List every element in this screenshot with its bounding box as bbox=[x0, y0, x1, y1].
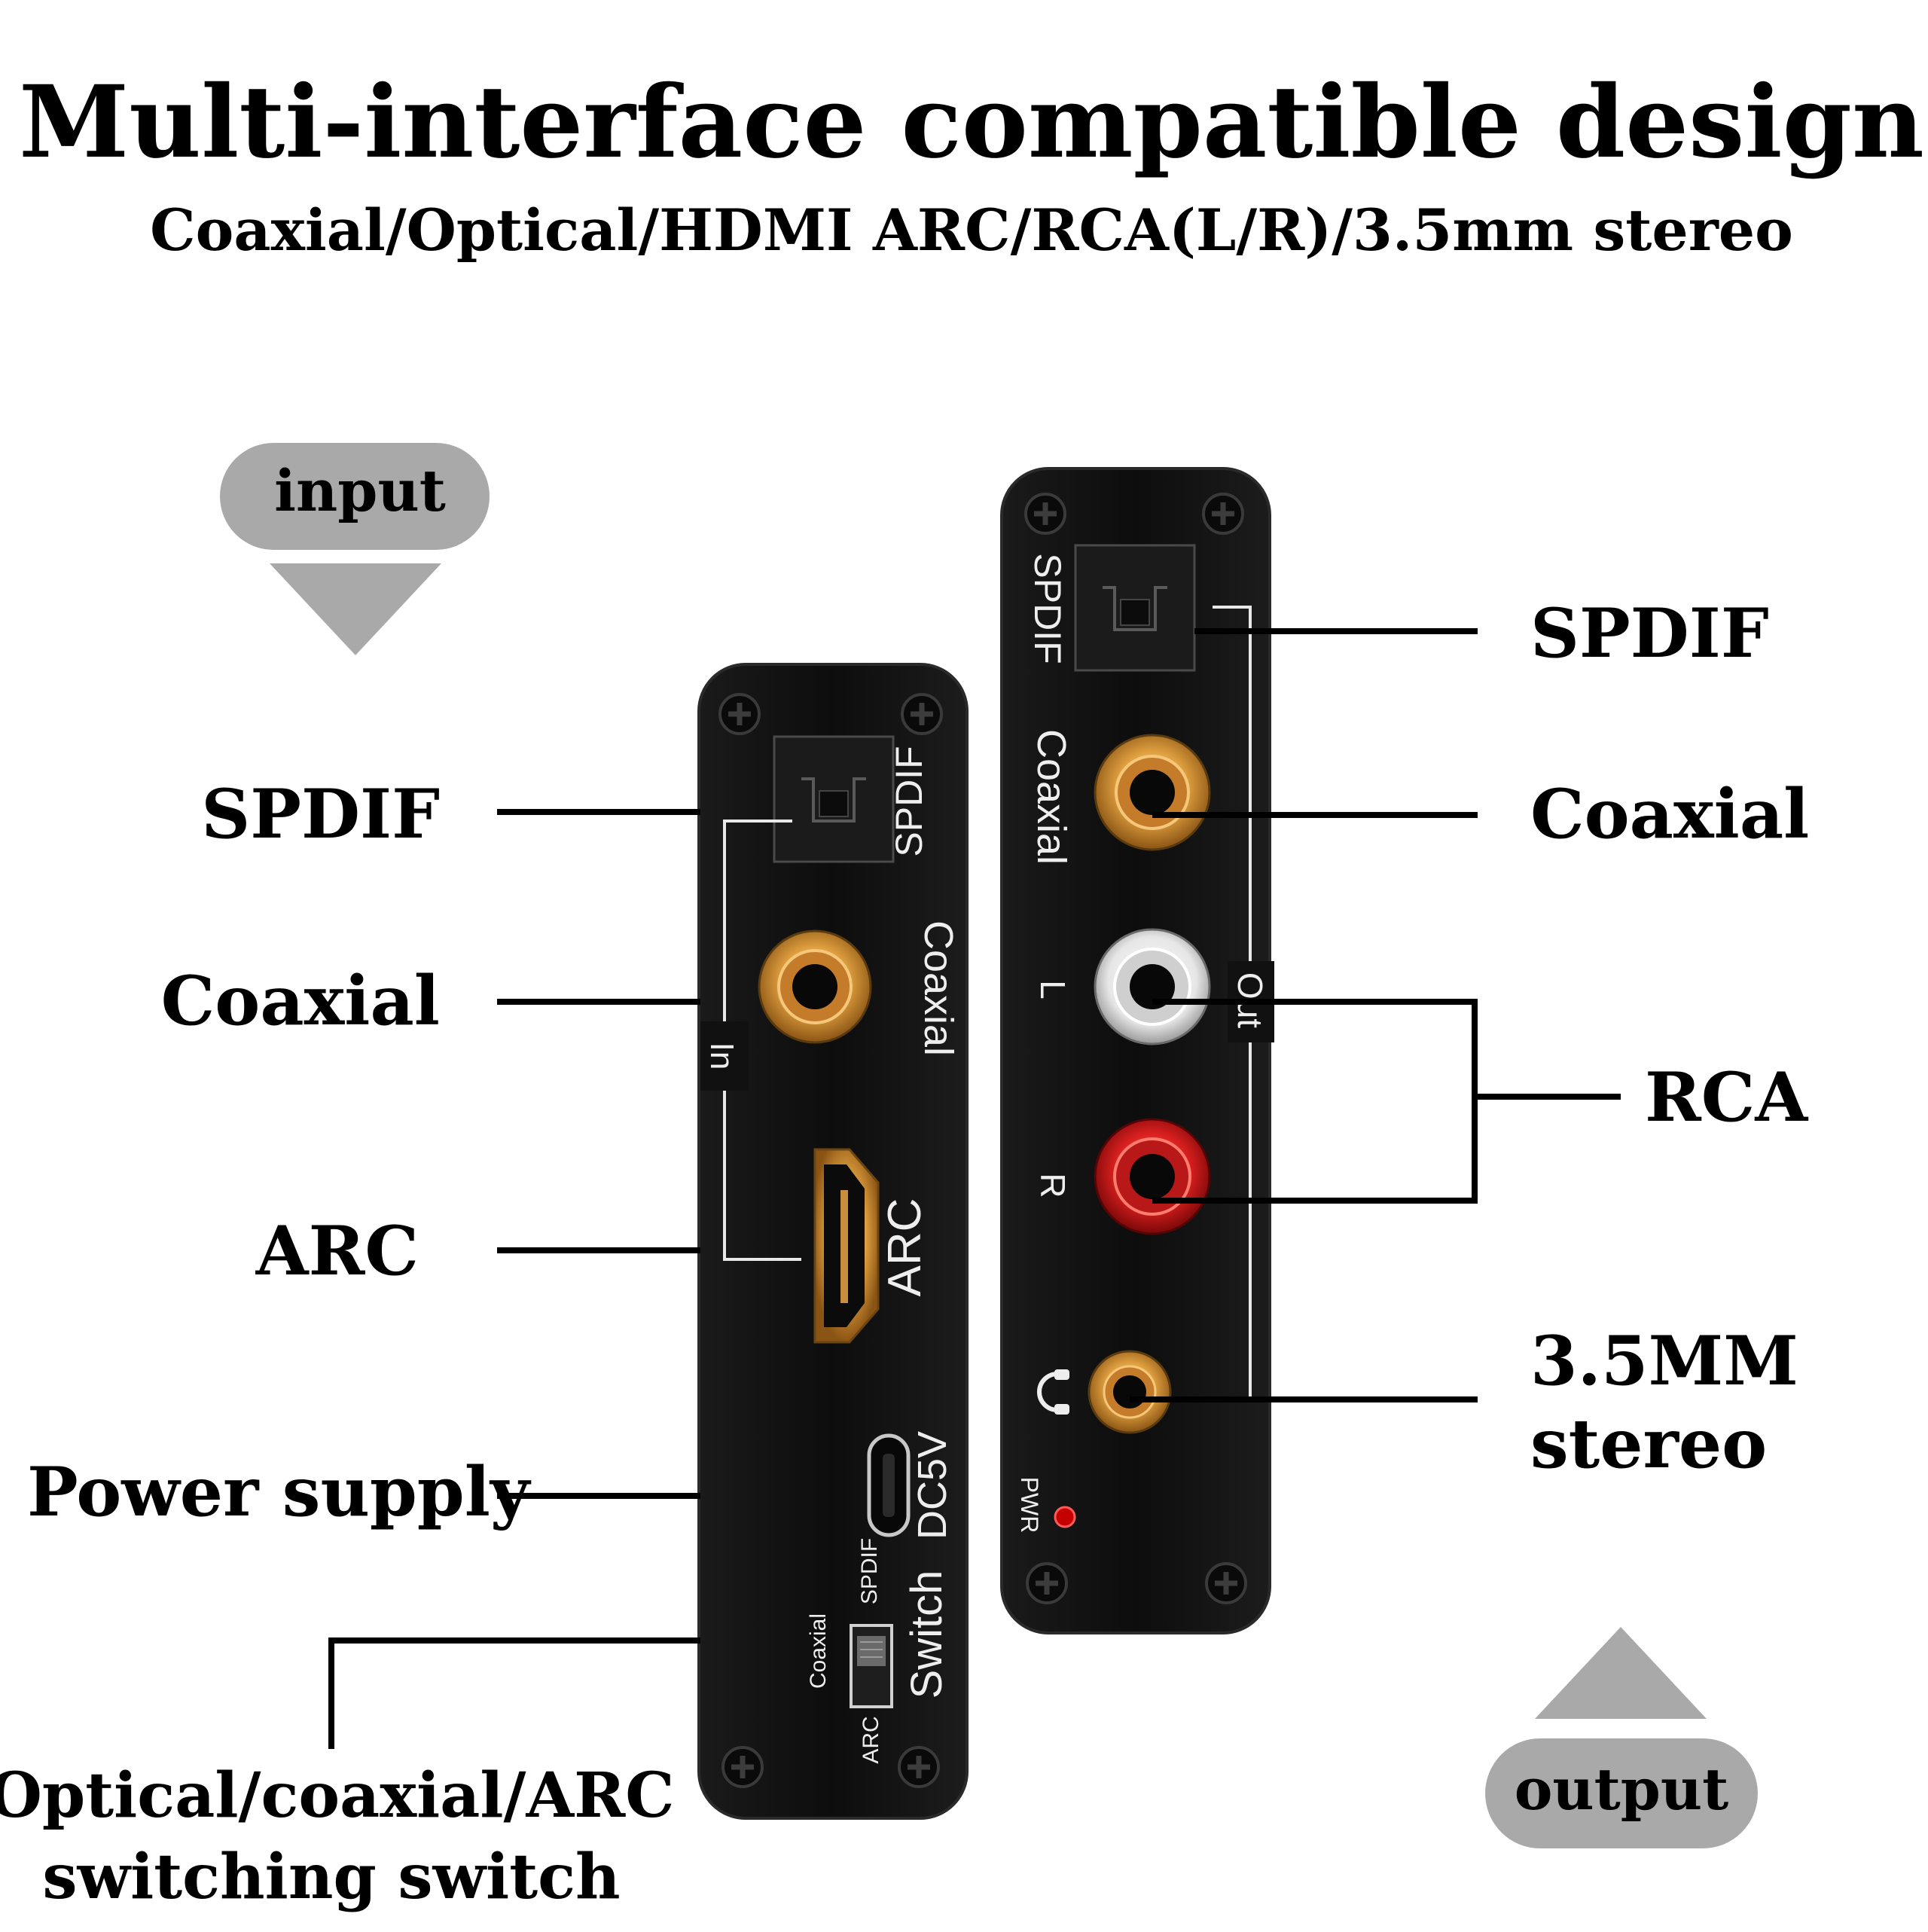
output-rca-right-port[interactable] bbox=[1094, 1118, 1211, 1235]
callout-out-coaxial: Coaxial bbox=[1530, 774, 1809, 854]
screw-icon bbox=[1205, 1562, 1247, 1604]
screw-icon bbox=[1026, 1562, 1068, 1604]
down-arrow-icon bbox=[270, 563, 441, 655]
screw-icon bbox=[901, 693, 943, 735]
output-device-panel: SPDIF Coaxial Out L R PWR bbox=[1000, 467, 1274, 1634]
power-port[interactable] bbox=[867, 1433, 911, 1537]
in-dev-coaxial-label: Coaxial bbox=[916, 920, 961, 1056]
in-dev-sw-arc-label: ARC bbox=[859, 1716, 883, 1763]
in-dev-spdif-label: SPDIF bbox=[888, 746, 930, 856]
in-dev-dc5v-label: DC5V bbox=[910, 1431, 955, 1540]
out-dev-r-label: R bbox=[1033, 1173, 1072, 1198]
input-arc-port[interactable] bbox=[813, 1148, 880, 1344]
in-dev-in-label: In bbox=[703, 1042, 740, 1070]
output-coaxial-port[interactable] bbox=[1094, 734, 1211, 851]
in-dev-sw-spdif-label: SPDIF bbox=[857, 1538, 882, 1604]
out-dev-coaxial-label: Coaxial bbox=[1029, 729, 1074, 865]
headphone-icon bbox=[1037, 1369, 1069, 1415]
input-device-panel: SPDIF Coaxial In ARC DC5V Switch SPDIF C… bbox=[697, 663, 969, 1820]
output-badge-label: output bbox=[1515, 1756, 1729, 1823]
screw-icon bbox=[1024, 493, 1066, 535]
callout-in-switch-line1: Optical/coaxial/ARC bbox=[0, 1760, 675, 1832]
screw-icon bbox=[718, 693, 761, 735]
page-title: Multi-interface compatible design bbox=[19, 64, 1924, 181]
input-spdif-port[interactable] bbox=[773, 735, 895, 863]
page-subtitle: Coaxial/Optical/HDMI ARC/RCA(L/R)/3.5mm … bbox=[150, 197, 1793, 264]
callout-out-stereo-line2: stereo bbox=[1530, 1404, 1767, 1484]
in-dev-sw-coaxial-label: Coaxial bbox=[806, 1613, 831, 1689]
output-badge bbox=[1485, 1738, 1758, 1848]
callout-in-switch-line2: switching switch bbox=[42, 1841, 620, 1913]
output-spdif-port[interactable] bbox=[1074, 544, 1196, 672]
screw-icon bbox=[898, 1746, 940, 1788]
input-coaxial-port[interactable] bbox=[758, 929, 872, 1044]
output-3.5mm-port[interactable] bbox=[1088, 1350, 1172, 1434]
screw-icon bbox=[1202, 493, 1244, 535]
input-callouts: SPDIF Coaxial ARC Power supply Optical/c… bbox=[0, 774, 675, 1913]
input-select-switch[interactable] bbox=[850, 1624, 893, 1708]
callout-out-rca: RCA bbox=[1645, 1058, 1808, 1137]
power-led bbox=[1054, 1506, 1076, 1528]
callout-in-power: Power supply bbox=[27, 1452, 532, 1532]
callout-out-spdif: SPDIF bbox=[1530, 594, 1769, 673]
output-callouts: SPDIF Coaxial RCA 3.5MM stereo bbox=[1530, 594, 1809, 1484]
input-badge bbox=[220, 443, 490, 550]
out-dev-l-label: L bbox=[1033, 980, 1072, 1000]
output-leader-lines bbox=[1130, 628, 1621, 1402]
callout-out-stereo-line1: 3.5MM bbox=[1530, 1321, 1798, 1401]
in-dev-switch-label: Switch bbox=[902, 1570, 951, 1699]
screw-icon bbox=[721, 1746, 764, 1788]
input-leader-lines bbox=[328, 809, 700, 1749]
callout-in-arc: ARC bbox=[255, 1211, 419, 1291]
up-arrow-icon bbox=[1535, 1627, 1707, 1719]
in-label-backing bbox=[700, 1021, 749, 1091]
out-dev-spdif-label: SPDIF bbox=[1027, 553, 1069, 664]
callout-in-spdif: SPDIF bbox=[201, 774, 440, 854]
input-badge-label: input bbox=[274, 457, 446, 524]
output-rca-left-port[interactable] bbox=[1094, 928, 1211, 1045]
out-dev-pwr-label: PWR bbox=[1016, 1477, 1043, 1534]
in-dev-arc-label: ARC bbox=[879, 1198, 931, 1297]
callout-in-coaxial: Coaxial bbox=[161, 961, 440, 1041]
